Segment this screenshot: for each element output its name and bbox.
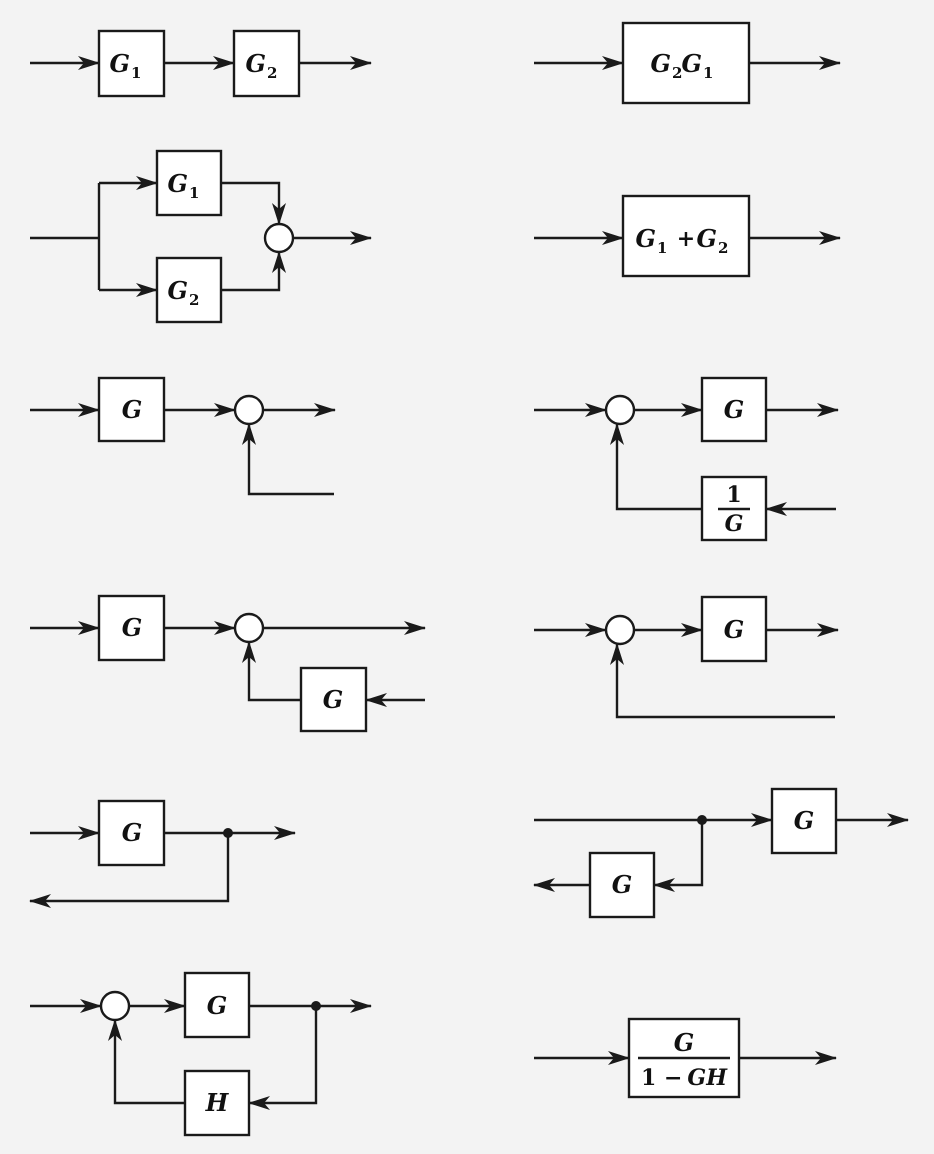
rule-parallel-original: G 1 G 2	[30, 149, 372, 324]
rule-summing-block-on-side: G G	[30, 594, 426, 733]
summing-junction	[233, 394, 265, 426]
block-g	[700, 376, 768, 443]
feedback-return-arrow	[108, 1019, 185, 1105]
closed-loop-numerator: G	[674, 1028, 695, 1057]
block-g2g1	[621, 21, 751, 105]
block-g1-label: G	[168, 169, 189, 198]
inverse-numerator: 1	[726, 482, 741, 508]
summing-junction	[604, 614, 636, 646]
block-g-label: G	[122, 818, 143, 847]
summing-junction	[604, 394, 636, 426]
side-input-arrow	[242, 423, 334, 496]
block-sum-label-b: G	[697, 224, 718, 253]
block-g1-subscript: 1	[189, 184, 199, 202]
feed-arrow	[242, 641, 301, 702]
rule-parallel-equivalent: G 1 + G 2	[534, 194, 841, 278]
block-g2-label: G	[168, 276, 189, 305]
block-g	[97, 799, 166, 867]
block-g1	[155, 149, 223, 217]
block-g2g1-label-b: G	[682, 49, 703, 78]
rule-takeoff-before-block: G G	[533, 787, 909, 919]
side-input-arrow	[610, 643, 835, 719]
block-sum-label-a: G	[636, 224, 657, 253]
block-g	[700, 595, 768, 663]
block-g	[183, 971, 251, 1039]
summing-junction	[233, 612, 265, 644]
rule-summing-after-block: G	[30, 376, 336, 496]
block-g1-subscript: 1	[131, 64, 141, 82]
block-g1-label: G	[110, 49, 131, 78]
block-g-label: G	[207, 991, 228, 1020]
block-h	[183, 1069, 251, 1137]
summing-junction	[99, 990, 131, 1022]
block-g2g1-sub-a: 2	[672, 64, 682, 82]
feed-arrow-top	[221, 181, 286, 225]
block-g-label: G	[122, 395, 143, 424]
block-sum-sub-a: 1	[657, 239, 667, 257]
block-g-side	[299, 666, 368, 733]
rule-summing-before-block: G 1 G	[534, 376, 839, 542]
inverse-denominator: G	[725, 511, 744, 537]
rule-cascade-equivalent: G 2 G 1	[534, 21, 841, 105]
block-g2-label: G	[246, 49, 267, 78]
block-g2g1-sub-b: 1	[703, 64, 713, 82]
summing-junction	[263, 222, 295, 254]
block-g-side-label: G	[323, 685, 344, 714]
block-g-label: G	[794, 806, 815, 835]
block-g-label: G	[122, 613, 143, 642]
rule-cascade-original: G 1 G 2	[30, 29, 372, 98]
plus-sign: +	[677, 226, 695, 252]
feed-arrow	[610, 423, 702, 511]
feed-arrow-bottom	[221, 251, 286, 292]
block-g2-subscript: 2	[189, 291, 199, 309]
takeoff-arrow	[653, 820, 704, 892]
block-g-branch-label: G	[612, 870, 633, 899]
feedback-arrow	[248, 1006, 318, 1110]
rule-feedback-equivalent: G 1 −GH	[534, 1017, 837, 1099]
block-g2g1-label-a: G	[651, 49, 672, 78]
rule-summing-equivalent: G	[534, 595, 839, 719]
block-g2-subscript: 2	[267, 64, 277, 82]
block-g-label: G	[724, 615, 745, 644]
takeoff-arrow	[29, 833, 230, 908]
block-g1-plus-g2	[621, 194, 751, 278]
block-sum-sub-b: 2	[718, 239, 728, 257]
rule-takeoff-after-block: G	[29, 799, 296, 908]
rule-feedback-loop: G H	[30, 971, 372, 1137]
closed-loop-denominator: 1 −GH	[641, 1065, 728, 1091]
block-g-label: G	[724, 395, 745, 424]
block-h-label: H	[205, 1088, 230, 1117]
